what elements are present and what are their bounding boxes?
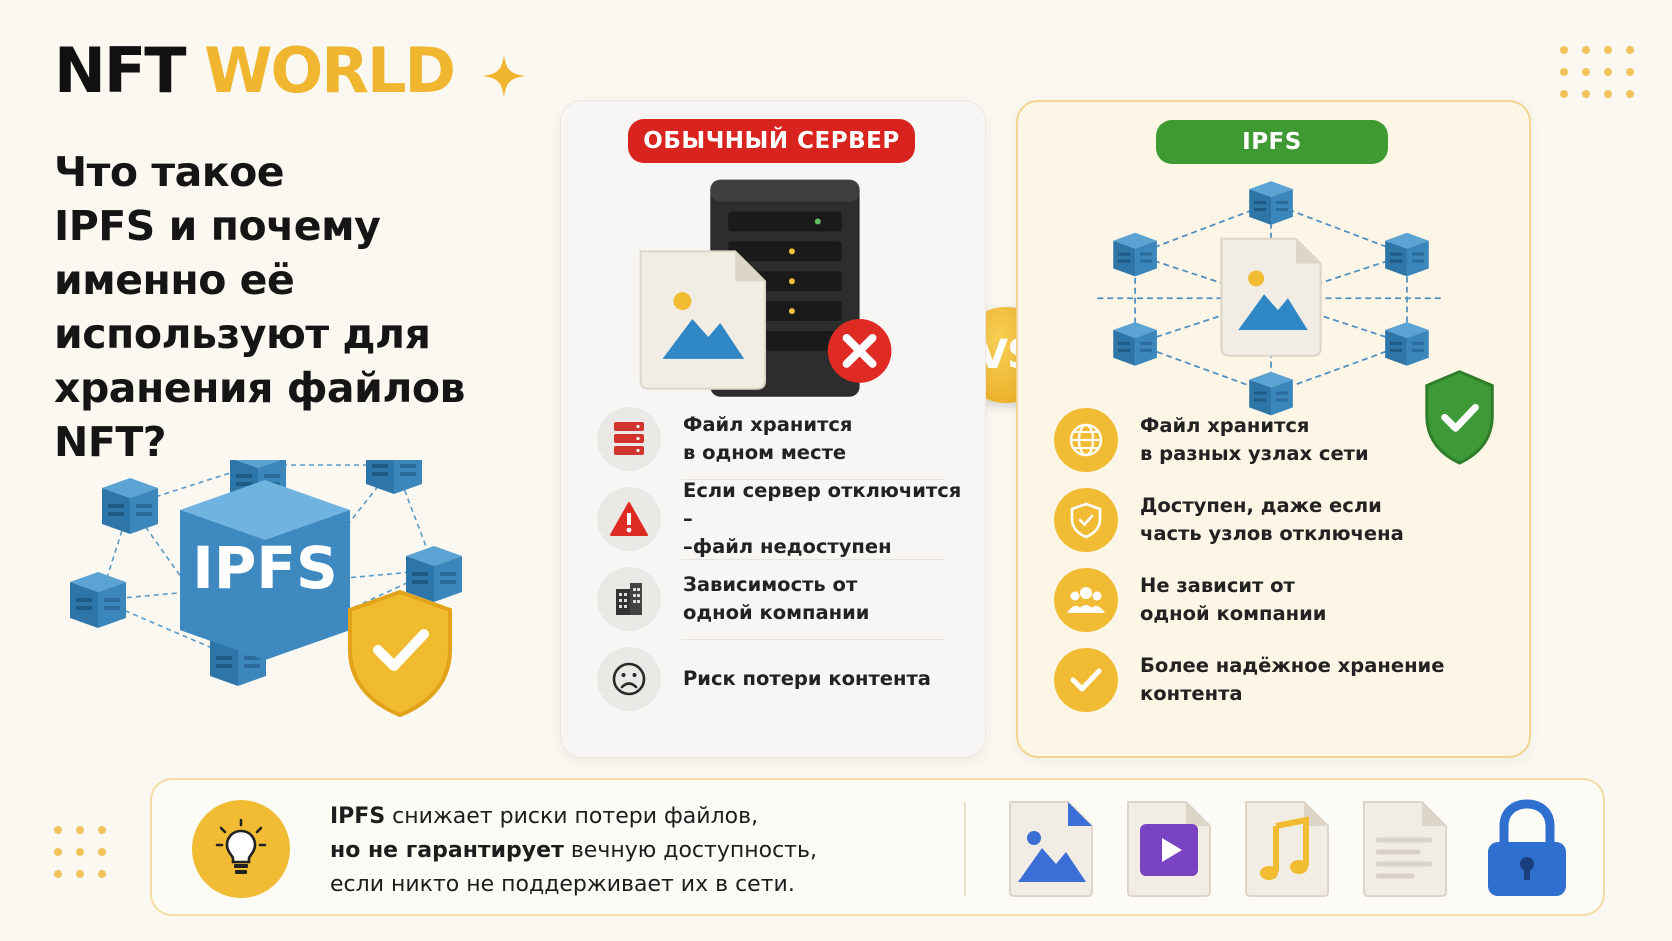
brand-logo: NFT WORLD (54, 40, 456, 102)
decor-dots-top-right (1560, 46, 1634, 98)
warning-icon (597, 487, 661, 551)
left-row-2-text: Если сервер отключится – –файл недоступе… (683, 479, 962, 558)
document-file-icon (1363, 801, 1447, 897)
server-stack-icon (597, 407, 661, 471)
building-icon (597, 567, 661, 631)
regular-server-card: ОБЫЧНЫЙ СЕРВЕР Файл хранится в одном мес… (560, 100, 986, 758)
ipfs-pill: IPFS (1156, 120, 1388, 164)
check-icon (1054, 648, 1118, 712)
ipfs-network-illustration: IPFS (70, 460, 462, 718)
note-line1-bold: IPFS (330, 804, 386, 829)
sparkle-icon (482, 54, 526, 98)
note-line2-rest: вечную доступность, (563, 838, 817, 863)
page-title: Что такое IPFS и почему именно её исполь… (54, 148, 465, 466)
decor-dots-bottom-left (54, 826, 106, 878)
left-row-4: Риск потери контента (597, 639, 965, 719)
server-illustration (639, 179, 892, 397)
right-row-2-text: Доступен, даже если часть узлов отключен… (1140, 494, 1404, 545)
right-row-3-text: Не зависит от одной компании (1140, 574, 1327, 625)
bottom-note-text: IPFS снижает риски потери файлов, но не … (330, 800, 817, 902)
sad-face-icon (597, 647, 661, 711)
brand-part1: NFT (54, 34, 187, 107)
note-line1-rest: снижает риски потери файлов, (385, 804, 759, 829)
left-row-4-text: Риск потери контента (683, 667, 931, 690)
right-row-1-text: Файл хранится в разных узлах сети (1140, 414, 1369, 465)
video-file-icon (1127, 801, 1211, 897)
lightbulb-icon (192, 800, 290, 898)
right-row-2: Доступен, даже если часть узлов отключен… (1054, 480, 1509, 560)
brand-part2: WORLD (204, 34, 456, 107)
regular-server-pill: ОБЫЧНЫЙ СЕРВЕР (628, 119, 915, 163)
left-row-1-text: Файл хранится в одном месте (683, 413, 853, 464)
divider (964, 802, 966, 896)
lock-icon (1488, 799, 1566, 896)
right-row-3: Не зависит от одной компании (1054, 560, 1509, 640)
left-row-2: Если сервер отключится – –файл недоступе… (597, 479, 965, 559)
image-file-icon (1009, 801, 1093, 897)
right-row-1: Файл хранится в разных узлах сети (1054, 400, 1509, 480)
left-row-3: Зависимость от одной компании (597, 559, 965, 639)
ipfs-cube-label: IPFS (192, 534, 337, 602)
left-row-3-text: Зависимость от одной компании (683, 573, 870, 624)
users-icon (1054, 568, 1118, 632)
note-line3: если никто не поддерживает их в сети. (330, 872, 795, 897)
globe-icon (1054, 408, 1118, 472)
shield-icon (1054, 488, 1118, 552)
bottom-note-panel: IPFS снижает риски потери файлов, но не … (150, 778, 1605, 916)
music-file-icon (1245, 801, 1329, 897)
ipfs-network-diagram (1097, 181, 1494, 465)
note-line2-bold: но не гарантирует (330, 838, 564, 863)
left-row-1: Файл хранится в одном месте (597, 399, 965, 479)
right-row-4: Более надёжное хранение контента (1054, 640, 1509, 720)
ipfs-card: IPFS (1016, 100, 1531, 758)
right-row-4-text: Более надёжное хранение контента (1140, 654, 1445, 705)
